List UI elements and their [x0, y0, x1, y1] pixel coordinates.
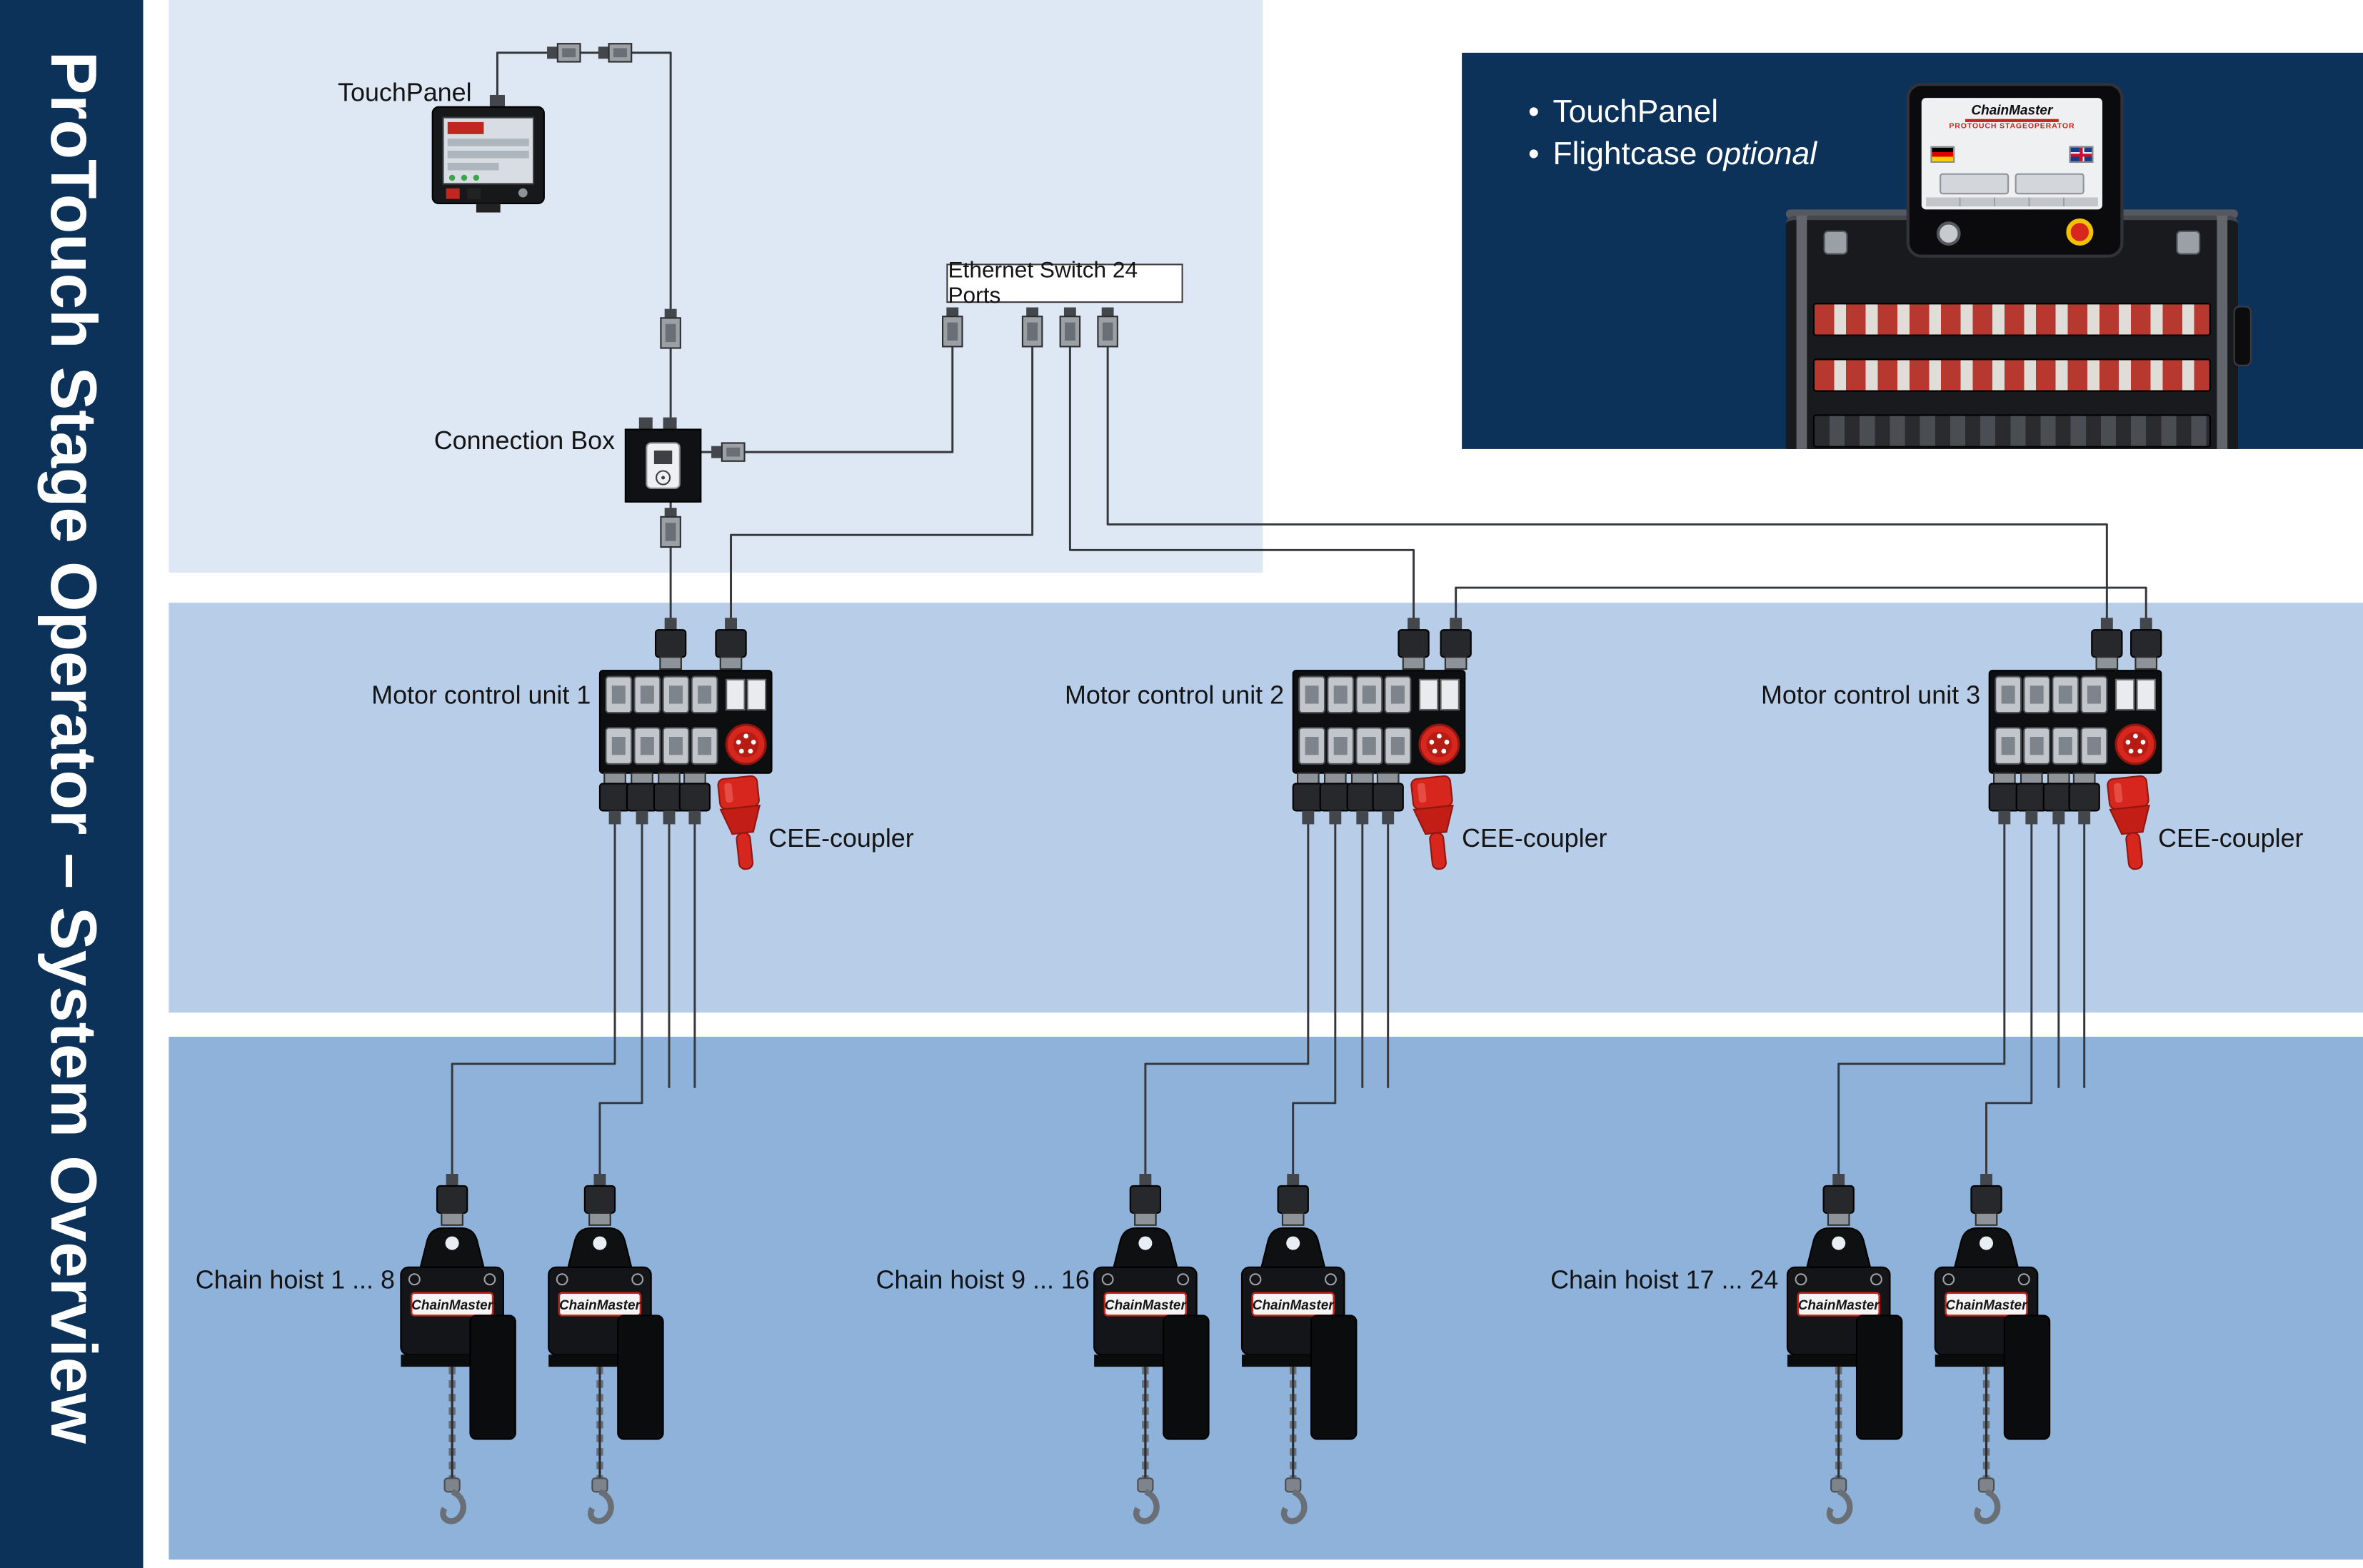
chain-hoist-group-3-label: Chain hoist 17 ... 24: [1550, 1265, 1779, 1295]
cable-touchpanel-to-connectionbox: [496, 51, 672, 418]
switch-port-icon: [941, 306, 963, 348]
touch-panel-label: TouchPanel: [338, 78, 472, 107]
uk-flag-icon: [2069, 146, 2094, 163]
hoist-brand-label: ChainMaster: [559, 1298, 642, 1313]
hoist-brand-label: ChainMaster: [1105, 1298, 1188, 1313]
screen-button: [2015, 173, 2084, 195]
cable-mcu3-hoist-a: [1837, 823, 2006, 1175]
cable-mcu3-hoist-b: [1985, 823, 2033, 1175]
flightcase-latch-icon: [1823, 230, 1848, 255]
cable-mcu1-hoist-a: [451, 823, 616, 1175]
info-box: •TouchPanel •Flightcase optional ChainMa…: [1462, 52, 2363, 449]
cable-connector-icon: [546, 43, 581, 63]
cee-coupler-label-2: CEE-coupler: [1462, 824, 1607, 853]
flightcase-module-row: [1812, 414, 2211, 448]
plug-icon: [2091, 617, 2123, 670]
flightcase-module-row: [1812, 303, 2211, 336]
screen-status-bar: [1926, 197, 2098, 207]
screen-button: [1940, 173, 2010, 195]
brand-logo-underline: [1965, 119, 2059, 122]
flightcase-touchpanel: ChainMaster PROTOUCH STAGEOPERATOR: [1906, 83, 2124, 258]
hoist-brand-label: ChainMaster: [1946, 1298, 2029, 1313]
bullet-item-flightcase: •Flightcase optional: [1527, 137, 1817, 173]
brand-logo: ChainMaster: [1971, 102, 2053, 118]
touch-panel-device: [431, 94, 545, 213]
motor-control-unit-3-device: [1990, 670, 2162, 773]
flightcase-rail-icon: [2217, 215, 2228, 449]
mcu-input-plugs: [654, 617, 2162, 670]
cable-connector-icon: [711, 442, 746, 462]
motor-control-unit-2-label: Motor control unit 2: [1064, 680, 1285, 710]
chain-hoist-device: ChainMaster: [548, 1228, 663, 1521]
flightcase-screen: ChainMaster PROTOUCH STAGEOPERATOR: [1921, 98, 2103, 210]
cable-mcu2-hoist-a: [1144, 823, 1310, 1175]
chain-hoist-device: ChainMaster: [1787, 1228, 1902, 1521]
cable-mcu2-hoist-b: [1292, 823, 1337, 1175]
page-title: ProTouch Stage Operator – System Overvie…: [36, 51, 109, 1444]
cable-connector-icon: [597, 43, 633, 63]
cable-mcu1-hoist-b: [598, 823, 643, 1175]
chain-hoist-device: ChainMaster: [401, 1228, 515, 1521]
plug-icon: [654, 617, 687, 670]
cee-coupler-device-2: [1410, 775, 1460, 872]
flightcase-rail-icon: [1796, 215, 1807, 449]
ethernet-switch-label: Ethernet Switch 24 Ports: [946, 258, 1183, 309]
chain-hoist-device: ChainMaster: [1242, 1228, 1356, 1521]
bullet-item-touchpanel: •TouchPanel: [1527, 94, 1719, 130]
plug-icon: [1440, 617, 1472, 670]
cee-coupler-label-3: CEE-coupler: [2158, 824, 2304, 853]
brand-subtitle: PROTOUCH STAGEOPERATOR: [1949, 121, 2075, 131]
hoist-plugs: [436, 1172, 2002, 1226]
flightcase-latch-icon: [2176, 230, 2201, 255]
motor-control-unit-1-label: Motor control unit 1: [371, 680, 591, 710]
info-bullets: •TouchPanel •Flightcase optional: [1528, 92, 1817, 178]
plug-icon: [1398, 617, 1430, 670]
motor-control-unit-2-device: [1293, 670, 1465, 773]
switch-port-icon: [1059, 306, 1081, 348]
cee-coupler-device-3: [2106, 775, 2157, 872]
switch-port-icon: [1097, 306, 1118, 348]
switch-port-icon: [1021, 306, 1043, 348]
hoist-brand-label: ChainMaster: [1253, 1298, 1335, 1313]
cable-switch-to-mcu1: [730, 346, 1034, 620]
cable-connectionbox-to-switch: [701, 346, 954, 453]
flightcase-module-row: [1812, 358, 2211, 392]
plug-icon: [2130, 617, 2162, 670]
key-switch-icon: [1936, 221, 1961, 246]
plug-icon: [715, 617, 747, 670]
chain-hoist-device: ChainMaster: [1935, 1228, 2050, 1521]
motor-control-unit-3-label: Motor control unit 3: [1760, 680, 1981, 710]
chain-hoist-device: ChainMaster: [1094, 1228, 1208, 1521]
cable-switch-to-mcu3: [1106, 346, 2108, 620]
sidebar: ProTouch Stage Operator – System Overvie…: [0, 0, 144, 1568]
cable-switch-to-mcu2: [1068, 346, 1415, 620]
flightcase-handle-icon: [2233, 306, 2252, 366]
connection-box-device: [624, 417, 702, 503]
cable-mcu2-to-mcu3-link: [1455, 586, 2147, 620]
cables: [451, 51, 2147, 1175]
hoist-brand-label: ChainMaster: [411, 1298, 494, 1313]
cee-coupler-device-1: [716, 775, 767, 872]
chain-hoist-group-1-label: Chain hoist 1 ... 8: [195, 1265, 395, 1295]
chain-hoist-group-2-label: Chain hoist 9 ... 16: [876, 1265, 1090, 1295]
cee-coupler-label-1: CEE-coupler: [768, 824, 914, 853]
motor-control-unit-1-device: [600, 670, 772, 773]
cable-connector-icon: [660, 507, 681, 548]
german-flag-icon: [1930, 146, 1955, 163]
cable-connector-icon: [660, 308, 681, 349]
emergency-stop-icon: [2066, 218, 2094, 246]
connection-box-label: Connection Box: [433, 426, 616, 456]
mcu-output-plugs: [598, 772, 2100, 825]
hoist-brand-label: ChainMaster: [1798, 1298, 1881, 1313]
